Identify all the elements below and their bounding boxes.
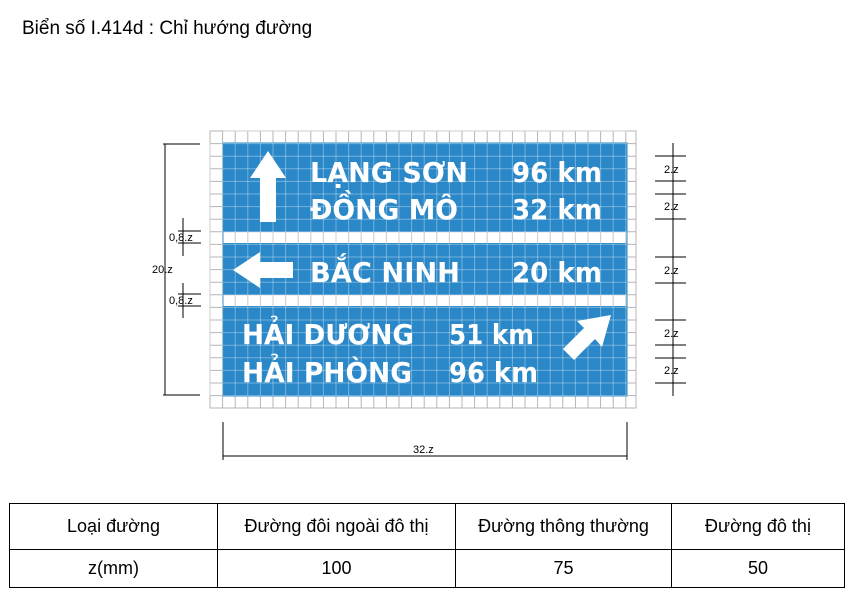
dimension-label-right: 2.z xyxy=(664,265,679,277)
dimension-label-right: 2.z xyxy=(664,201,679,213)
destination-distance: 96 km xyxy=(449,356,538,389)
dimension-right xyxy=(655,143,686,396)
dimension-gap-top xyxy=(178,218,201,256)
destination-name: LẠNG SƠN xyxy=(310,156,468,189)
table-header: Đường đô thị xyxy=(671,503,845,550)
arrow-up-icon xyxy=(250,151,286,222)
destination-name: HẢI DƯƠNG xyxy=(242,314,414,351)
sign-panel-top xyxy=(223,143,627,232)
arrow-up-right-icon xyxy=(563,315,611,360)
destination-distance: 32 km xyxy=(512,193,602,226)
table-cell: 75 xyxy=(455,549,672,588)
dimension-label-height: 20.z xyxy=(152,264,173,276)
destination-distance: 96 km xyxy=(512,156,602,189)
table-header: Loại đường xyxy=(9,503,218,550)
dimension-label-right: 2.z xyxy=(664,164,679,176)
dimension-gap-bottom xyxy=(178,283,201,318)
table-cell: z(mm) xyxy=(9,549,218,588)
z-value-table: Loại đường Đường đôi ngoài đô thị Đường … xyxy=(9,503,845,588)
page-title: Biển số I.414d : Chỉ hướng đường xyxy=(22,18,313,39)
destination-name: BẮC NINH xyxy=(310,252,460,289)
table-header: Đường thông thường xyxy=(455,503,672,550)
destination-distance: 51 km xyxy=(449,318,534,351)
sign-border xyxy=(222,142,628,397)
destination-distance: 20 km xyxy=(512,256,602,289)
dimension-label-gap-top: 0,8.z xyxy=(169,232,193,244)
sign-panel-bottom xyxy=(223,306,627,396)
dimension-label-right: 2.z xyxy=(664,328,679,340)
table-cell: 100 xyxy=(217,549,456,588)
table-cell: 50 xyxy=(671,549,845,588)
sign-diagram: LẠNG SƠN 96 km ĐỒNG MÔ 32 km BẮC NINH 20… xyxy=(152,130,686,460)
dimension-label-gap-bottom: 0,8.z xyxy=(169,295,193,307)
destination-name: HẢI PHÒNG xyxy=(242,352,412,389)
dimension-height xyxy=(163,143,200,396)
destination-name: ĐỒNG MÔ xyxy=(310,188,458,226)
dimension-label-width: 32.z xyxy=(413,444,434,456)
arrow-left-icon xyxy=(233,252,293,288)
dimension-label-right: 2.z xyxy=(664,365,679,377)
dimension-width xyxy=(222,422,628,460)
table-header: Đường đôi ngoài đô thị xyxy=(217,503,456,550)
